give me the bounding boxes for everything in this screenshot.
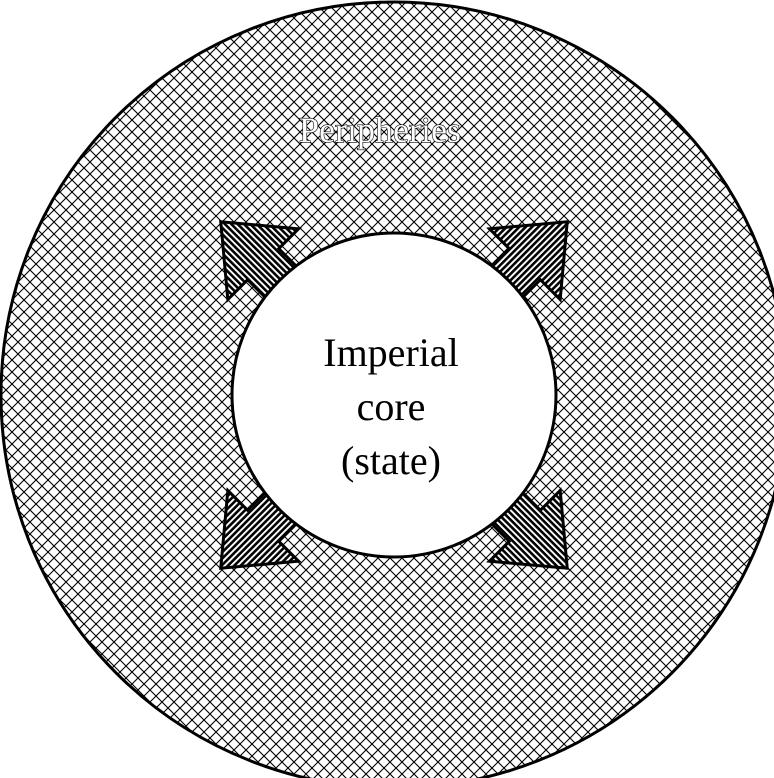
periphery-label: Peripheries: [299, 110, 461, 150]
core-label-line-2: core: [357, 384, 426, 429]
core-label-line-3: (state): [341, 438, 441, 483]
core-label-line-1: Imperial: [323, 330, 459, 375]
imperial-core-circle: [230, 231, 558, 559]
